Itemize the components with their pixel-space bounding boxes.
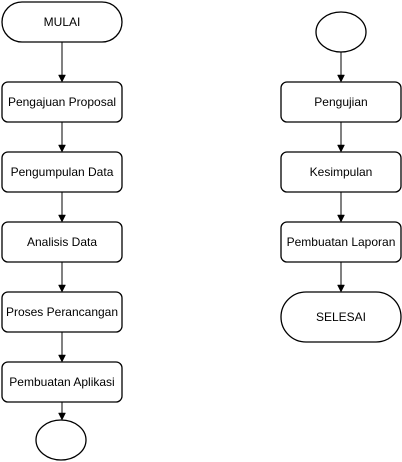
edge-pengujian-to-kesimpulan xyxy=(337,122,345,153)
node-pembuatan-laporan: Pembuatan Laporan xyxy=(280,221,402,263)
edge-mulai-to-pengajuan-proposal xyxy=(58,42,66,83)
arrowhead-icon xyxy=(58,214,66,223)
pengajuan-proposal-label: Pengajuan Proposal xyxy=(8,95,116,109)
connector-in-connector-circle xyxy=(315,11,367,53)
mulai-label: MULAI xyxy=(44,15,81,29)
mulai-terminator-shape xyxy=(1,1,123,43)
arrowhead-icon xyxy=(337,74,345,83)
node-connector-out xyxy=(35,419,87,461)
selesai-label: SELESAI xyxy=(316,310,366,324)
pengujian-process-box xyxy=(280,81,402,123)
edge-pengajuan-proposal-to-pengumpulan-data xyxy=(58,122,66,153)
pembuatan-aplikasi-process-box xyxy=(1,361,123,403)
analisis-data-process-box xyxy=(1,221,123,263)
edge-pengumpulan-data-to-analisis-data xyxy=(58,192,66,223)
arrowhead-icon xyxy=(58,354,66,363)
analisis-data-label: Analisis Data xyxy=(27,235,97,249)
edge-analisis-data-to-proses-perancangan xyxy=(58,262,66,293)
pengujian-label: Pengujian xyxy=(314,95,367,109)
edge-pembuatan-aplikasi-to-connector-out xyxy=(58,402,66,421)
arrowhead-icon xyxy=(58,412,66,421)
node-connector-in xyxy=(315,11,367,53)
node-proses-perancangan: Proses Perancangan xyxy=(1,291,123,333)
node-pembuatan-aplikasi: Pembuatan Aplikasi xyxy=(1,361,123,403)
pembuatan-laporan-label: Pembuatan Laporan xyxy=(287,235,396,249)
edge-pembuatan-laporan-to-selesai xyxy=(337,262,345,293)
pengumpulan-data-label: Pengumpulan Data xyxy=(11,165,114,179)
arrowhead-icon xyxy=(58,74,66,83)
kesimpulan-label: Kesimpulan xyxy=(310,165,373,179)
node-analisis-data: Analisis Data xyxy=(1,221,123,263)
node-kesimpulan: Kesimpulan xyxy=(280,151,402,193)
arrowhead-icon xyxy=(337,144,345,153)
proses-perancangan-process-box xyxy=(1,291,123,333)
node-pengajuan-proposal: Pengajuan Proposal xyxy=(1,81,123,123)
selesai-terminator-shape xyxy=(280,291,402,343)
edges-layer xyxy=(58,42,345,421)
arrowhead-icon xyxy=(58,284,66,293)
pembuatan-aplikasi-label: Pembuatan Aplikasi xyxy=(9,375,114,389)
edge-proses-perancangan-to-pembuatan-aplikasi xyxy=(58,332,66,363)
pengumpulan-data-process-box xyxy=(1,151,123,193)
arrowhead-icon xyxy=(58,144,66,153)
node-selesai: SELESAI xyxy=(280,291,402,343)
edge-connector-in-to-pengujian xyxy=(337,52,345,83)
node-pengumpulan-data: Pengumpulan Data xyxy=(1,151,123,193)
arrowhead-icon xyxy=(337,284,345,293)
node-mulai: MULAI xyxy=(1,1,123,43)
node-pengujian: Pengujian xyxy=(280,81,402,123)
arrowhead-icon xyxy=(337,214,345,223)
pengajuan-proposal-process-box xyxy=(1,81,123,123)
connector-out-connector-circle xyxy=(35,419,87,461)
kesimpulan-process-box xyxy=(280,151,402,193)
edge-kesimpulan-to-pembuatan-laporan xyxy=(337,192,345,223)
proses-perancangan-label: Proses Perancangan xyxy=(6,305,118,319)
pembuatan-laporan-process-box xyxy=(280,221,402,263)
